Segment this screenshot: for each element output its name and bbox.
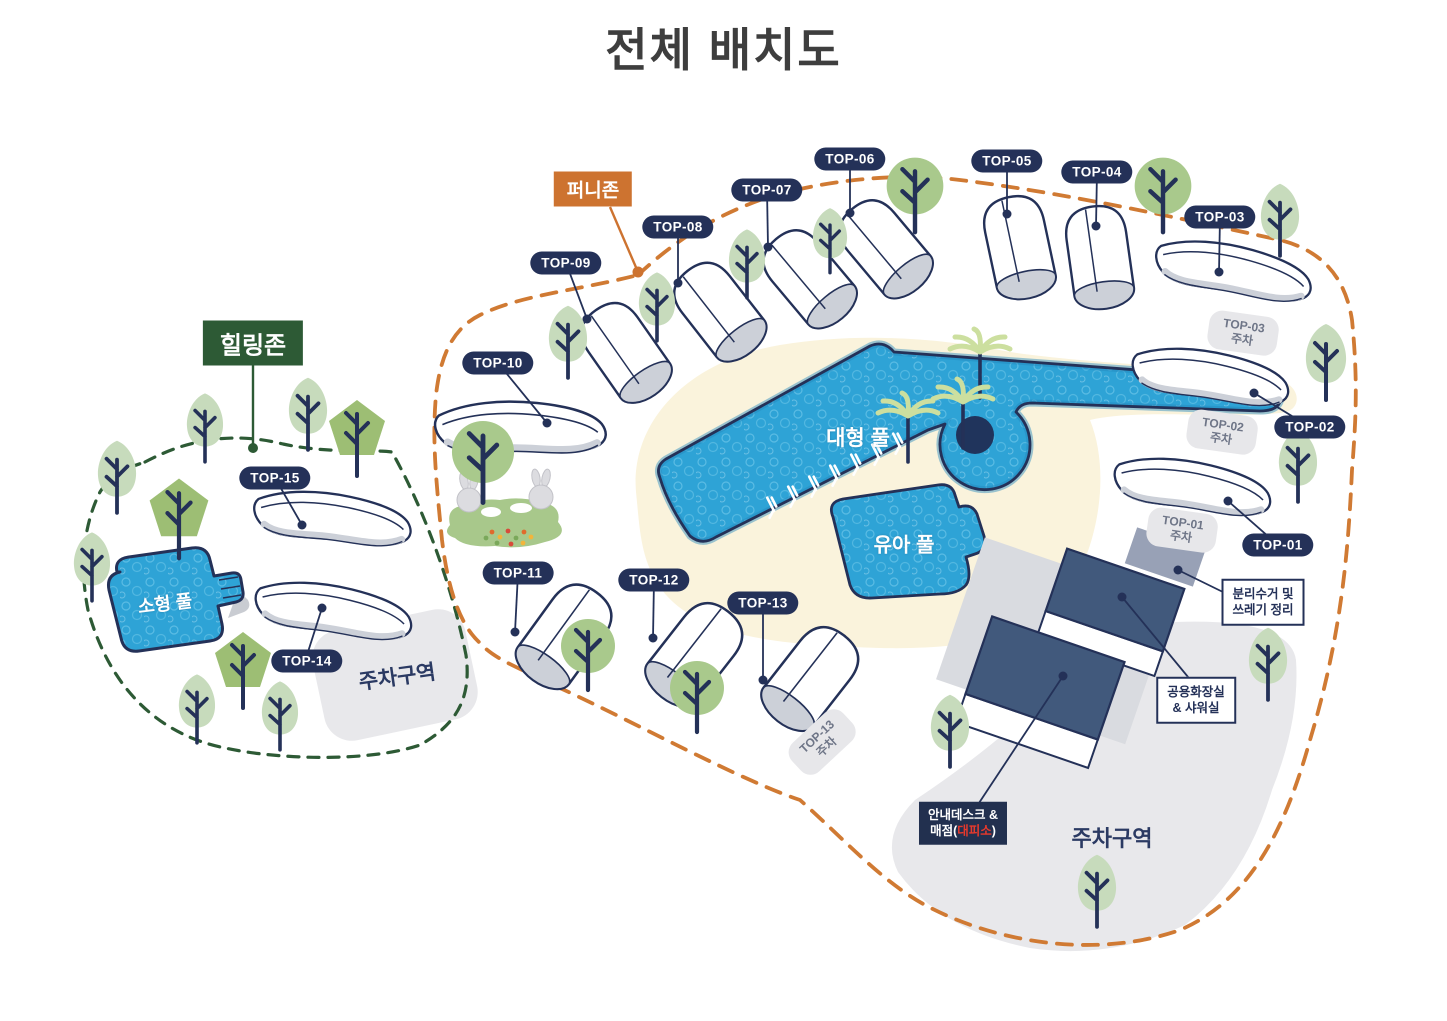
tree-icon [213,630,273,710]
site-label-top03: TOP-03 [1184,205,1256,229]
site-label-top11: TOP-11 [482,561,554,585]
funny-zone-boundary [432,175,1358,947]
zone-label-healing: 힐링존 [202,320,304,366]
tree-icon [286,375,330,452]
site-label-top09: TOP-09 [530,251,602,275]
recycle-label: 분리수거 및 쓰레기 정리 [1221,578,1305,626]
tree-icon [185,391,225,464]
infodesk-label-pre: 매점( [930,824,958,838]
restroom-label: 공용화장실 & 샤워실 [1156,676,1236,724]
infodesk-label-line1: 안내데스크 & [927,807,999,822]
infodesk-label-post: ) [991,824,996,838]
large-pool-label: 대형 풀 [826,427,890,450]
zone-label-funny: 퍼니존 [553,171,633,207]
infodesk-label-shelter: 대피소 [957,824,992,838]
infodesk-label: 안내데스크 & 매점(대피소) [918,801,1008,845]
site-label-top05: TOP-05 [971,149,1043,173]
tree-icon [1303,322,1349,402]
restroom-label-line1: 공용화장실 [1167,684,1225,699]
site-label-top04: TOP-04 [1061,160,1133,184]
tent [977,189,1061,306]
recycle-label-line1: 분리수거 및 [1232,586,1294,601]
tent [1061,201,1138,314]
flowers [483,528,534,547]
tree-icon [150,479,209,559]
tree-icon [72,530,112,603]
tree-icon [95,438,139,515]
site-label-top06: TOP-06 [814,147,886,171]
kids-pool-label: 유아 풀 [873,534,935,557]
pool-island [956,416,994,454]
buildings [936,527,1206,770]
site-label-top08: TOP-08 [642,215,714,239]
site-label-top12: TOP-12 [618,568,690,592]
tree-icon [177,672,217,745]
restroom-label-line2: & 샤워실 [1172,701,1220,715]
site-label-top10: TOP-10 [462,351,534,375]
tree-icon [260,679,300,752]
rabbit-scene [446,468,562,548]
tree-icon [546,303,590,380]
parking-area-label-right: 주차구역 [1071,826,1153,851]
zone-connectors [248,206,644,453]
tree-icon [1276,427,1320,504]
tree-icon [327,398,387,478]
site-label-top02: TOP-02 [1274,415,1346,439]
label-connectors [274,159,1311,807]
recycle-label-line2: 쓰레기 정리 [1232,603,1294,617]
site-label-top01: TOP-01 [1242,533,1314,557]
tent [250,481,414,557]
trash-area [1124,527,1206,587]
tree-icon [670,661,724,732]
parking-area-left [312,609,478,741]
site-label-top13: TOP-13 [727,591,799,615]
site-label-top15: TOP-15 [239,466,311,490]
infodesk-label-line2: 매점(대피소) [928,823,998,839]
page-title: 전체 배치도 [605,24,842,76]
tent [1151,228,1316,314]
site-label-top14: TOP-14 [271,649,343,673]
site-label-top07: TOP-07 [731,178,803,202]
small-pool [107,546,250,653]
